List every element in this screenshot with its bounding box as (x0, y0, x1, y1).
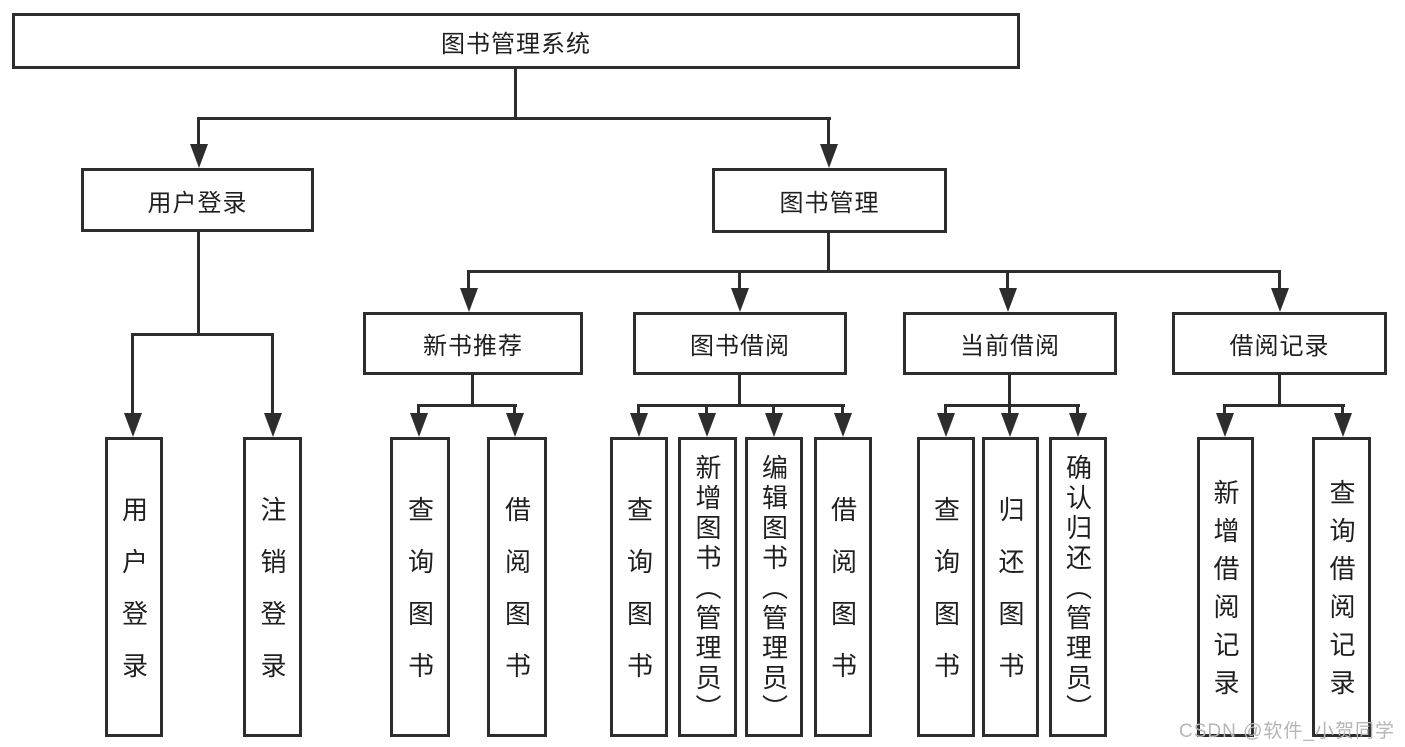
connector-line (637, 404, 640, 416)
arrow-down-icon (264, 413, 282, 437)
leaf-label: 编辑图书（管理员） (758, 454, 789, 724)
leaf-bb-borrow-book: 借阅图书 (814, 437, 872, 737)
connector-line (271, 333, 274, 416)
leaf-bb-query-book: 查询图书 (610, 437, 668, 737)
arrow-down-icon (1001, 413, 1019, 437)
leaf-label: 新增借阅记录 (1210, 479, 1240, 707)
connector-line (1341, 404, 1344, 416)
connector-line (197, 117, 200, 147)
leaf-logout: 注销登录 (243, 437, 302, 737)
connector-line (1223, 404, 1226, 416)
leaf-label: 确认归还（管理员） (1062, 454, 1093, 724)
leaf-cb-return-book: 归还图书 (982, 437, 1039, 737)
connector-line (467, 270, 1281, 273)
leaf-bb-edit-book-admin: 编辑图书（管理员） (745, 437, 803, 737)
connector-line (197, 117, 831, 120)
leaf-label: 查询图书 (623, 496, 654, 704)
leaf-br-query-record: 查询借阅记录 (1312, 437, 1371, 737)
connector-line (1223, 404, 1345, 407)
connector-line (513, 404, 516, 416)
connector-line (841, 404, 844, 416)
arrow-down-icon (1334, 413, 1352, 437)
arrow-down-icon (698, 413, 716, 437)
arrow-down-icon (834, 413, 852, 437)
leaf-label: 新增图书（管理员） (692, 454, 722, 724)
connector-line (471, 375, 474, 406)
node-book-borrow: 图书借阅 (633, 312, 847, 375)
leaf-label: 查询图书 (404, 496, 435, 704)
connector-line (417, 404, 517, 407)
node-library-system: 图书管理系统 (12, 13, 1020, 69)
connector-line (944, 404, 1080, 407)
arrow-down-icon (124, 413, 142, 437)
node-user-login: 用户登录 (81, 168, 314, 232)
arrow-down-icon (820, 144, 838, 168)
connector-line (1006, 270, 1009, 291)
leaf-label: 查询图书 (930, 496, 961, 704)
arrow-down-icon (506, 413, 524, 437)
arrow-down-icon (765, 413, 783, 437)
arrow-down-icon (410, 413, 428, 437)
connector-line (131, 333, 274, 336)
leaf-label: 查询借阅记录 (1326, 479, 1356, 707)
connector-line (637, 404, 845, 407)
connector-line (1008, 375, 1011, 406)
connector-line (197, 232, 200, 333)
arrow-down-icon (731, 288, 749, 312)
arrow-down-icon (1216, 413, 1234, 437)
arrow-down-icon (190, 144, 208, 168)
connector-line (1278, 270, 1281, 291)
leaf-br-add-record: 新增借阅记录 (1197, 437, 1254, 737)
connector-line (944, 404, 947, 416)
node-borrow-records: 借阅记录 (1172, 312, 1387, 375)
connector-line (514, 68, 517, 119)
leaf-label: 借阅图书 (827, 496, 858, 704)
leaf-label: 借阅图书 (501, 496, 532, 704)
connector-line (417, 404, 420, 416)
connector-line (467, 270, 470, 291)
arrow-down-icon (937, 413, 955, 437)
arrow-down-icon (460, 288, 478, 312)
connector-line (827, 233, 830, 270)
arrow-down-icon (630, 413, 648, 437)
node-book-management: 图书管理 (712, 168, 947, 233)
leaf-label: 注销登录 (257, 496, 287, 704)
arrow-down-icon (1069, 413, 1087, 437)
leaf-label: 用户登录 (118, 496, 149, 704)
leaf-user-login: 用户登录 (105, 437, 163, 737)
leaf-nbr-borrow-book: 借阅图书 (487, 437, 547, 737)
connector-line (131, 333, 134, 416)
arrow-down-icon (999, 288, 1017, 312)
node-new-book-recommend: 新书推荐 (363, 312, 583, 375)
connector-line (738, 270, 741, 291)
connector-line (772, 404, 775, 416)
node-current-borrow: 当前借阅 (903, 312, 1117, 375)
leaf-cb-confirm-return-admin: 确认归还（管理员） (1049, 437, 1107, 737)
connector-line (738, 375, 741, 406)
connector-line (1076, 404, 1079, 416)
connector-line (705, 404, 708, 416)
watermark-text: CSDN @软件_小贺同学 (1179, 721, 1395, 742)
leaf-label: 归还图书 (995, 496, 1025, 704)
leaf-cb-query-book: 查询图书 (917, 437, 975, 737)
connector-line (827, 117, 830, 147)
leaf-bb-add-book-admin: 新增图书（管理员） (678, 437, 737, 737)
connector-line (1008, 404, 1011, 416)
arrow-down-icon (1271, 288, 1289, 312)
leaf-nbr-query-book: 查询图书 (390, 437, 450, 737)
connector-line (1278, 375, 1281, 406)
